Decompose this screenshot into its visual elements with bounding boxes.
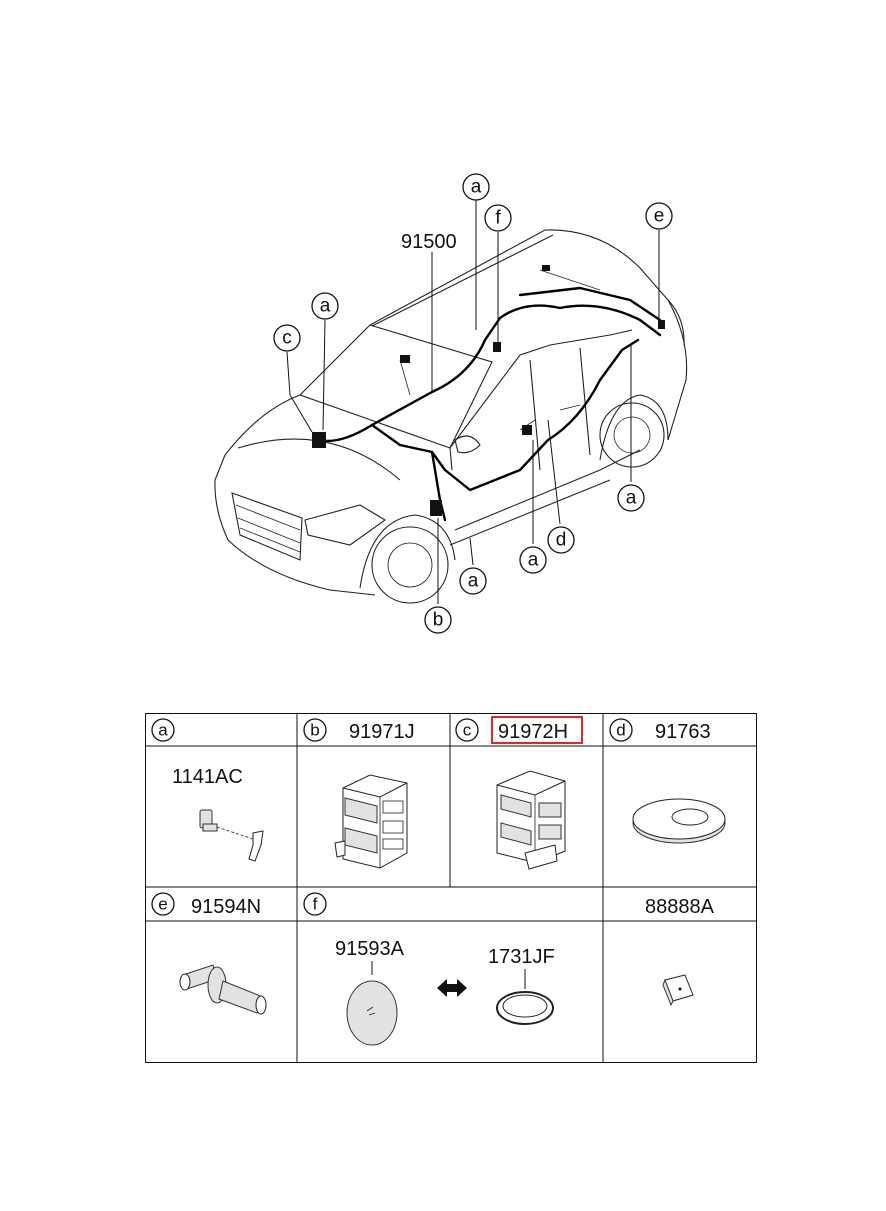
- callout-c: c: [273, 324, 301, 352]
- part-number-91593a: 91593A: [335, 938, 405, 960]
- cell-e-content: [179, 964, 267, 1015]
- svg-text:d: d: [556, 530, 567, 551]
- cell-d-header: d 91763: [609, 718, 711, 743]
- part-number-d: 91763: [655, 721, 711, 743]
- svg-text:c: c: [282, 328, 292, 349]
- callout-a-left: a: [311, 292, 339, 320]
- connector-cluster-drawing: [496, 770, 566, 870]
- sleeve-grommet-drawing: [179, 964, 267, 1015]
- grommet-drawing: [632, 798, 726, 844]
- svg-text:c: c: [463, 721, 472, 740]
- cell-e-header: e 91594N: [151, 892, 261, 918]
- plug-disc-drawing: [346, 980, 398, 1046]
- cell-a-header: a: [151, 718, 175, 742]
- part-number-c: 91972H: [498, 721, 568, 743]
- part-number-e: 91594N: [191, 896, 261, 918]
- cell-b-header: b 91971J: [303, 718, 415, 743]
- part-number-b: 91971J: [349, 721, 415, 743]
- car-body: [214, 229, 688, 604]
- svg-text:a: a: [320, 296, 331, 317]
- part-number-1141ac: 1141AC: [172, 766, 243, 788]
- callout-e: e: [645, 202, 673, 230]
- bolt-drawing: [199, 809, 264, 862]
- svg-text:a: a: [471, 177, 482, 198]
- callout-a-bottom-center: a: [519, 546, 547, 574]
- cell-b-content: [334, 774, 408, 869]
- double-arrow-icon: [437, 979, 467, 997]
- svg-text:a: a: [528, 550, 539, 571]
- cell-g-header: 88888A: [645, 896, 715, 918]
- svg-text:e: e: [158, 895, 167, 914]
- callout-f: f: [484, 204, 512, 232]
- svg-text:a: a: [158, 721, 168, 740]
- parts-table: a b 91971J c 91972H d 91763 1141AC: [145, 713, 757, 1063]
- svg-text:a: a: [626, 488, 637, 509]
- cell-a-content: 1141AC: [172, 766, 264, 862]
- callout-a-top: a: [462, 173, 490, 201]
- callout-d: d: [547, 526, 575, 554]
- cell-d-content: [632, 798, 726, 844]
- cell-c-header: c 91972H: [455, 716, 583, 744]
- car-wiring-diagram: 91500 a f e a c a d a a: [214, 173, 688, 634]
- callout-a-bottom-left: a: [459, 567, 487, 595]
- callout-b: b: [424, 606, 452, 634]
- svg-text:b: b: [433, 610, 444, 631]
- cell-g-content: [662, 974, 694, 1007]
- cell-c-content: [496, 770, 566, 870]
- cell-f-header: f: [303, 892, 327, 916]
- svg-text:f: f: [313, 895, 318, 914]
- connector-block-drawing: [334, 774, 408, 869]
- highlight-box: [491, 716, 583, 744]
- wiring-harness: [312, 265, 665, 522]
- svg-text:b: b: [310, 721, 319, 740]
- svg-text:a: a: [468, 571, 479, 592]
- pad-drawing: [662, 974, 694, 1007]
- cell-f-content: 91593A 1731JF: [335, 938, 555, 1046]
- svg-text:d: d: [616, 721, 625, 740]
- svg-text:f: f: [495, 208, 501, 229]
- part-number-1731jf: 1731JF: [488, 946, 555, 968]
- ring-grommet-drawing: [496, 991, 554, 1025]
- part-number-88888a: 88888A: [645, 896, 715, 918]
- svg-text:e: e: [654, 206, 665, 227]
- main-part-label: 91500: [401, 231, 457, 253]
- callout-a-right: a: [617, 484, 645, 512]
